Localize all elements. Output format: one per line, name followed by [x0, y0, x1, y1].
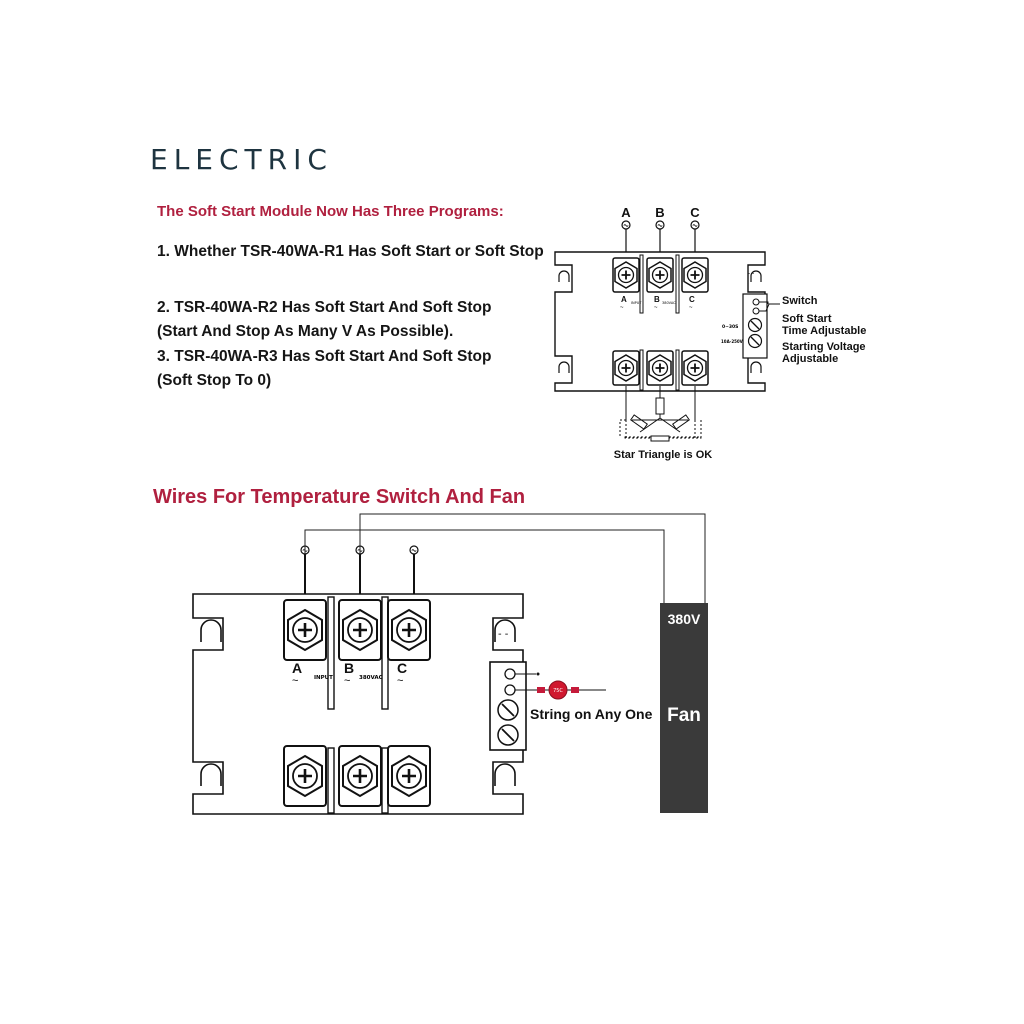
- program-item-3-text: 3. TSR-40WA-R3 Has Soft Start And Soft S…: [157, 348, 492, 365]
- wiring-divider: [327, 747, 335, 814]
- wiring-diagram: - - A B C ~ ~ ~ INPUT 380VAC 75C: [192, 513, 708, 815]
- svg-text:~: ~: [397, 675, 403, 687]
- top-terminal-label-a: A: [621, 295, 627, 304]
- top-divider: [639, 254, 644, 314]
- fan-wire-a: [304, 529, 665, 606]
- top-divider: [675, 349, 680, 391]
- top-knob1-label: 0~30S: [722, 324, 738, 330]
- wiring-module-housing: [192, 593, 524, 815]
- star-triangle-load: [619, 386, 702, 442]
- top-switch-terminal-2: [752, 307, 760, 315]
- top-voltage-label: 380VAC: [662, 301, 676, 305]
- top-switch-terminal-1: [752, 298, 760, 306]
- wiring-terminal-c-out: [386, 744, 432, 808]
- wiring-input-c-symbol: [409, 545, 419, 555]
- program-item-1: 1. Whether TSR-40WA-R1 Has Soft Start or…: [157, 240, 547, 264]
- fan-block: [660, 603, 708, 813]
- fan-wire-b: [359, 513, 706, 606]
- top-input-label: INPUT: [631, 301, 642, 305]
- programs-title: The Soft Start Module Now Has Three Prog…: [157, 203, 504, 220]
- top-mount-slot-tr: [750, 270, 762, 282]
- fan-voltage-label: 380V: [668, 611, 701, 627]
- top-terminal-label-b: B: [654, 295, 660, 304]
- wiring-mount-slot-tl: [200, 619, 222, 642]
- top-soft-start-label-2: Time Adjustable: [782, 325, 866, 337]
- string-label: String on Any One: [530, 706, 653, 722]
- wiring-terminal-b-out: [337, 744, 383, 808]
- top-start-voltage-label-1: Starting Voltage: [782, 341, 866, 353]
- wiring-mount-slot-br: [494, 763, 516, 786]
- program-item-2-note: (Start And Stop As Many V As Possible).: [157, 323, 454, 340]
- wiring-switch-terminal-2: [504, 684, 516, 696]
- top-mount-slot-bl: [558, 361, 570, 373]
- top-input-c-symbol: [690, 220, 700, 230]
- top-knob2-label: 10A-250V: [721, 339, 744, 344]
- top-input-a-symbol: [621, 220, 631, 230]
- top-phase-label-c: C: [690, 205, 700, 220]
- top-switch-label: Switch: [782, 295, 818, 307]
- fan-label: Fan: [667, 705, 701, 726]
- wiring-divider: [327, 596, 335, 710]
- wiring-terminal-label-c: C: [397, 660, 407, 676]
- top-terminal-c-out: [681, 350, 709, 386]
- top-terminal-a-in: [612, 257, 640, 293]
- top-module-housing: [554, 251, 766, 392]
- wiring-input-label: INPUT: [314, 675, 333, 681]
- svg-text:~: ~: [654, 305, 658, 311]
- wiring-terminal-label-b: B: [344, 660, 354, 676]
- svg-text:- -: - -: [498, 629, 509, 640]
- top-module-diagram: A B C - - A B C INPUT 380VAC ~ ~ ~: [554, 205, 866, 461]
- wiring-terminal-a-out: [282, 744, 328, 808]
- svg-text:- -: - -: [748, 270, 754, 277]
- wiring-mount-slot-bl: [200, 763, 222, 786]
- top-start-voltage-label-2: Adjustable: [782, 353, 838, 365]
- program-item-2: 2. TSR-40WA-R2 Has Soft Start And Soft S…: [157, 296, 537, 344]
- top-soft-start-label-1: Soft Start: [782, 313, 832, 325]
- brand-logo: ELECTRIC: [150, 143, 333, 176]
- program-item-1-text: 1. Whether TSR-40WA-R1 Has Soft Start or…: [157, 243, 544, 260]
- top-terminal-label-c: C: [689, 295, 695, 304]
- wiring-terminal-b-in: [337, 598, 383, 662]
- program-item-2-text: 2. TSR-40WA-R2 Has Soft Start And Soft S…: [157, 299, 492, 316]
- top-divider: [675, 254, 680, 314]
- svg-text:~: ~: [689, 305, 693, 311]
- thermostat-switch: [548, 680, 568, 700]
- wiring-input-leads: [304, 554, 415, 597]
- wiring-voltage-label: 380VAC: [359, 675, 383, 681]
- top-input-b-symbol: [655, 220, 665, 230]
- program-item-3-note: (Soft Stop To 0): [157, 372, 272, 389]
- thermostat-label: 75C: [553, 688, 563, 694]
- svg-text:~: ~: [620, 305, 624, 311]
- top-phase-label-a: A: [621, 205, 631, 220]
- top-mount-slot-br: [750, 361, 762, 373]
- top-terminal-c-in: [681, 257, 709, 293]
- wiring-mount-slot-tr: [494, 619, 516, 642]
- top-mount-slot-tl: [558, 270, 570, 282]
- wiring-terminal-c-in: [386, 598, 432, 662]
- svg-text:~: ~: [344, 675, 350, 687]
- top-divider: [639, 349, 644, 391]
- wiring-title: Wires For Temperature Switch And Fan: [153, 486, 526, 508]
- svg-text:~: ~: [292, 675, 298, 687]
- wiring-terminal-label-a: A: [292, 660, 302, 676]
- top-switch-callout: [759, 301, 780, 312]
- wiring-switch-terminal-1: [504, 668, 516, 680]
- top-input-leads: [625, 229, 696, 255]
- top-terminal-a-out: [612, 350, 640, 386]
- star-triangle-caption: Star Triangle is OK: [614, 449, 712, 461]
- top-phase-label-b: B: [655, 205, 664, 220]
- wiring-terminal-a-in: [282, 598, 328, 662]
- top-terminal-b-out: [646, 350, 674, 386]
- program-item-3: 3. TSR-40WA-R3 Has Soft Start And Soft S…: [157, 345, 537, 393]
- top-terminal-b-in: [646, 257, 674, 293]
